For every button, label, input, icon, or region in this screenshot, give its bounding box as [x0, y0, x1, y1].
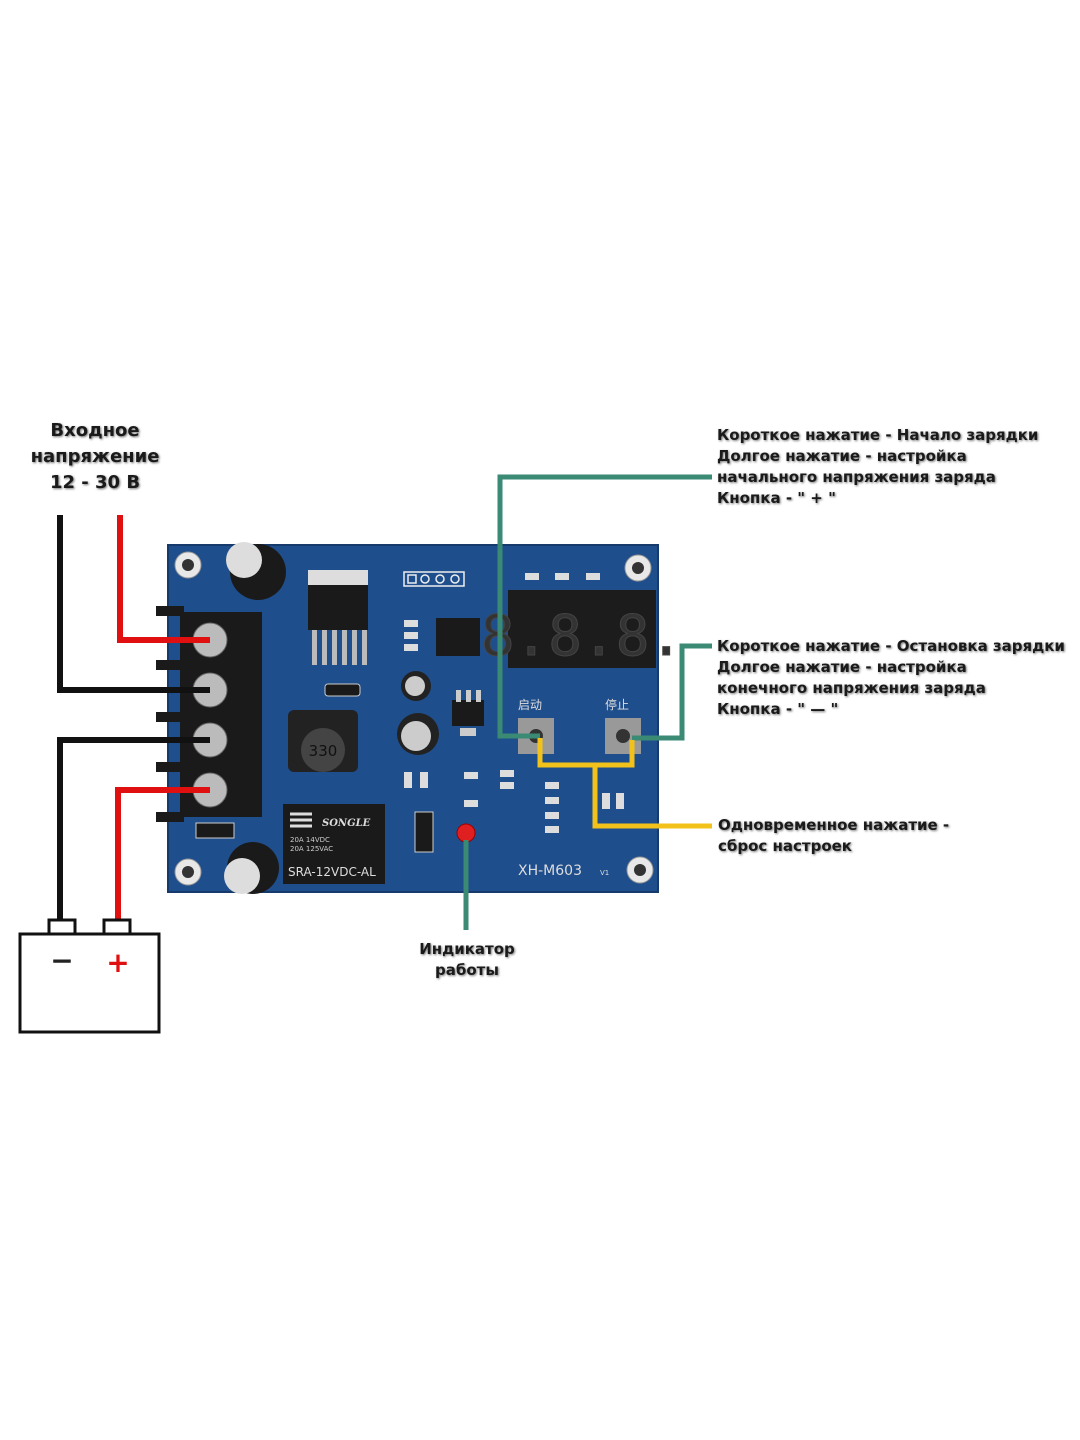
inductor-marking: 330: [309, 742, 338, 760]
ic-chip: [436, 618, 480, 656]
terminal-block: [156, 606, 262, 822]
transistor: [452, 690, 484, 736]
start-key-label: 启动: [518, 698, 542, 712]
label-line: Одновременное нажатие -: [718, 816, 950, 834]
battery-plus-sign: +: [106, 946, 129, 979]
label-line: Короткое нажатие - Начало зарядки: [717, 426, 1039, 444]
stop-key-label: 停止: [605, 697, 629, 712]
battery-plus-wire: [115, 787, 210, 922]
label-line: Короткое нажатие - Остановка зарядки: [717, 637, 1065, 655]
battery-icon: − +: [18, 918, 161, 1034]
board-model: XH-M603: [518, 863, 582, 879]
regulator-chip: [308, 570, 368, 665]
relay: SONGLE 20A 14VDC 20A 125VAC SRA-12VDC-AL: [283, 804, 385, 884]
display-digits: 8.8.8.: [481, 604, 683, 669]
inductor: 330: [288, 710, 358, 772]
stop-button-label: Короткое нажатие - Остановка зарядки Дол…: [717, 636, 1065, 720]
label-line: начального напряжения заряда: [717, 468, 996, 486]
pcb-board: 330 SONGLE 20A 14VDC 20A 125VAC SRA-12VD…: [167, 542, 684, 894]
board-version: V1: [600, 869, 609, 877]
label-line: Входное: [50, 420, 140, 441]
label-line: Кнопка - " — ": [717, 700, 839, 718]
status-led: [456, 823, 476, 843]
battery-minus-sign: −: [50, 944, 73, 977]
input-plus-wire: [117, 515, 210, 643]
label-line: напряжение: [30, 446, 160, 467]
input-minus-wire: [57, 515, 210, 693]
stop-callout-line: [632, 643, 712, 741]
battery-minus-wire: [57, 737, 210, 922]
indicator-label: Индикатор работы: [397, 939, 537, 981]
relay-rating: 20A 14VDC: [290, 836, 330, 844]
capacitor: [397, 713, 439, 755]
input-voltage-label: Входное напряжение 12 - 30 В: [0, 418, 190, 496]
start-callout-line: [497, 474, 712, 739]
relay-rating: 20A 125VAC: [290, 845, 333, 853]
label-line: Долгое нажатие - настройка: [717, 447, 967, 465]
label-line: сброс настроек: [718, 837, 852, 855]
capacitor: [401, 671, 431, 701]
start-button-label: Короткое нажатие - Начало зарядки Долгое…: [717, 425, 1038, 509]
reset-callout-line: [537, 738, 635, 768]
label-line: 12 - 30 В: [49, 472, 141, 493]
reset-callout-line: [592, 765, 712, 829]
label-line: Индикатор: [419, 940, 515, 958]
capacitor: [226, 542, 286, 600]
label-line: Кнопка - " + ": [717, 489, 836, 507]
relay-brand: SONGLE: [322, 818, 371, 829]
label-line: конечного напряжения заряда: [717, 679, 986, 697]
relay-model: SRA-12VDC-AL: [288, 865, 376, 879]
seven-segment-display: 8.8.8.: [480, 590, 684, 670]
pin-header: [403, 571, 465, 587]
reset-label: Одновременное нажатие - сброс настроек: [718, 815, 949, 857]
label-line: Долгое нажатие - настройка: [717, 658, 967, 676]
capacitor: [224, 842, 279, 894]
label-line: работы: [435, 961, 499, 979]
